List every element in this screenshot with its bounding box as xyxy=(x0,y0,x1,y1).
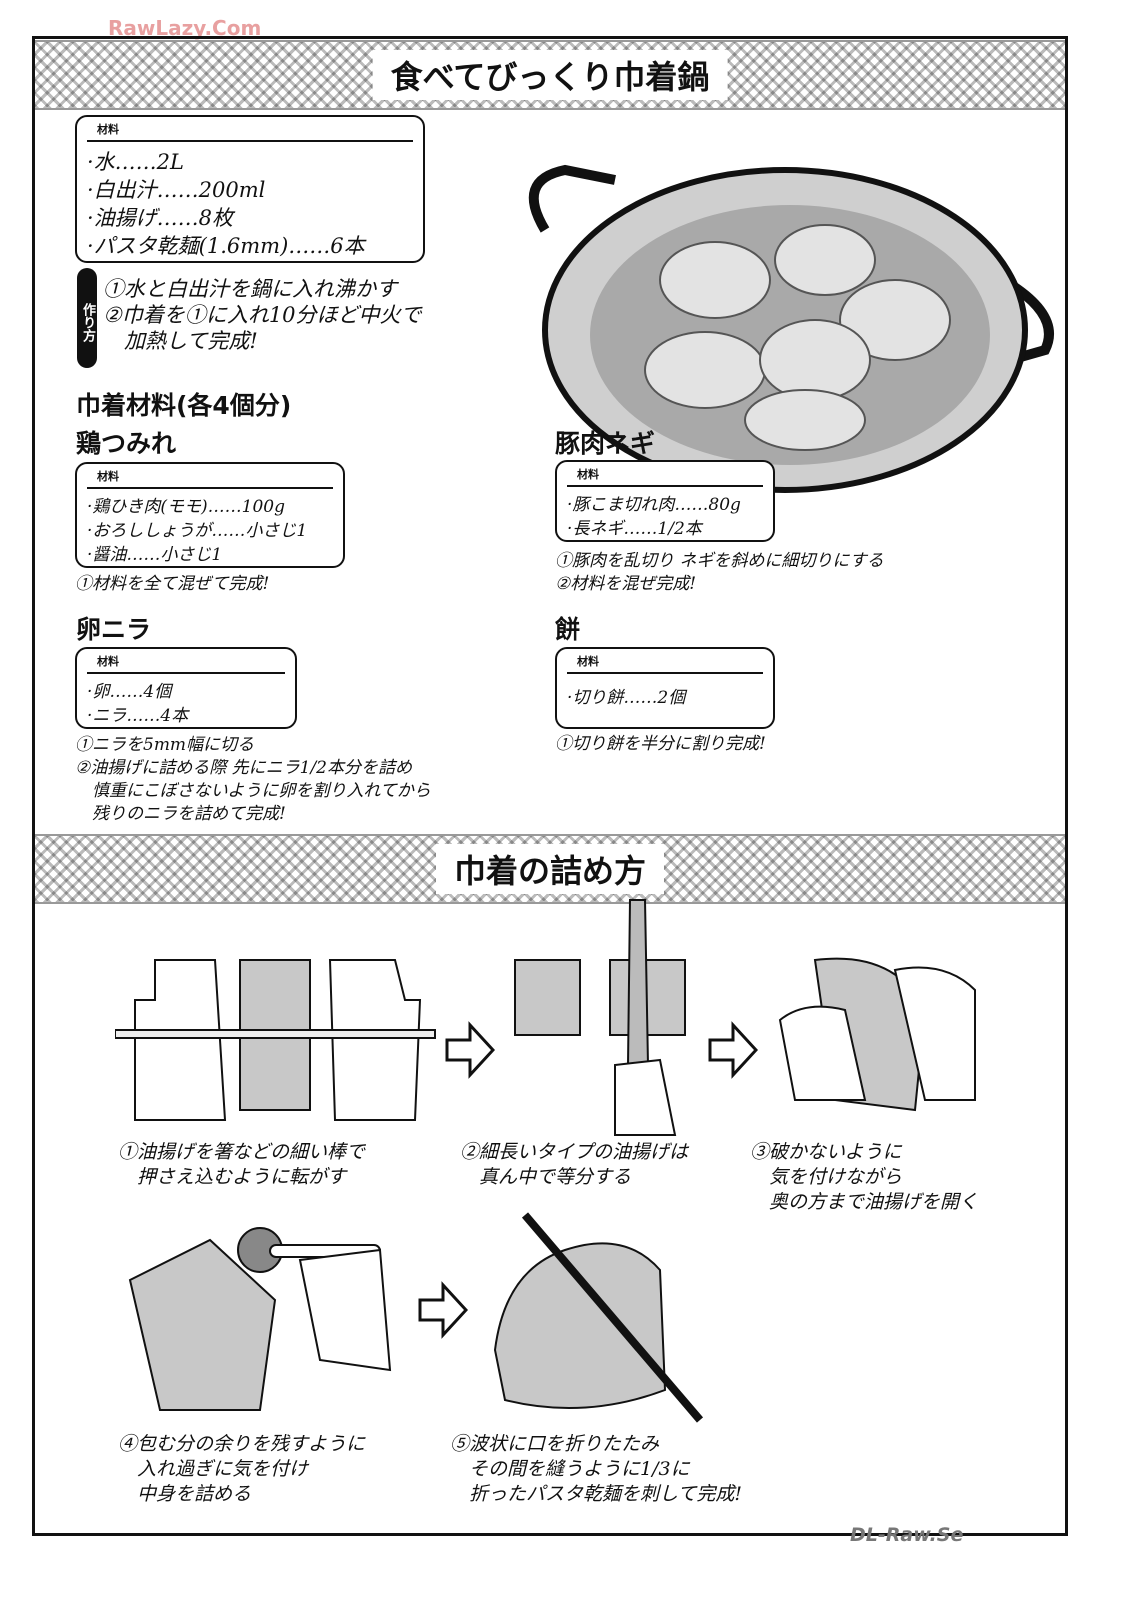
filling-ingredients-box: 材料 ·卵……4個 ·ニラ……4本 xyxy=(75,647,297,729)
ingredient: ·おろししょうが……小さじ1 xyxy=(87,521,308,541)
filling-steps: ①ニラを5mm幅に切る ②油揚げに詰める際 先にニラ1/2本分を詰め 慎重にこぼ… xyxy=(75,735,431,824)
filling-steps: ①切り餅を半分に割り完成! xyxy=(555,734,766,754)
ingredients-header: 材料 xyxy=(87,121,413,142)
page-title: 食べてびっくり巾着鍋 xyxy=(372,50,728,100)
instruction-step: ②細長いタイプの油揚げは 真ん中で等分する xyxy=(460,1141,689,1188)
filling-ingredients-box: 材料 ·豚こま切れ肉……80g ·長ネギ……1/2本 xyxy=(555,460,775,542)
instruction-step: ③破かないように 気を付けながら 奥の方まで油揚げを開く xyxy=(750,1141,979,1213)
arrow-right-icon xyxy=(708,1021,758,1079)
instruction-step: ⑤波状に口を折りたたみ その間を縫うように1/3に 折ったパスタ乾麺を刺して完成… xyxy=(450,1433,743,1505)
fillings-title: 巾着材料(各4個分) xyxy=(76,391,292,420)
ingredient: ·切り餅……2個 xyxy=(567,688,686,708)
arrow-right-icon xyxy=(445,1021,495,1079)
ingredient: ·パスタ乾麺(1.6mm)……6本 xyxy=(87,234,365,258)
filling-ingredients-box: 材料 ·切り餅……2個 xyxy=(555,647,775,729)
ingredients-header: 材料 xyxy=(87,468,333,489)
section2-title: 巾着の詰め方 xyxy=(435,844,665,894)
ingredient: ·白出汁……200ml xyxy=(87,178,266,202)
title-band: 食べてびっくり巾着鍋 xyxy=(35,40,1065,110)
ingredient: ·鶏ひき肉(モモ)……100g xyxy=(87,497,285,517)
step5-illustration xyxy=(493,1212,704,1423)
filling-name: 餅 xyxy=(555,615,581,644)
step1-illustration xyxy=(115,959,436,1121)
ingredient: ·豚こま切れ肉……80g xyxy=(567,495,741,515)
ingredient: ·醤油……小さじ1 xyxy=(87,545,223,565)
filling-name: 豚肉ネギ xyxy=(555,429,656,458)
instruction-step: ④包む分の余りを残すように 入れ過ぎに気を付け 中身を詰める xyxy=(118,1433,366,1505)
ingredient: ·卵……4個 xyxy=(87,682,172,702)
method-steps: ①水と白出汁を鍋に入れ沸かす ②巾着を①に入れ10分ほど中火で 加熱して完成! xyxy=(103,277,422,353)
arrow-right-icon xyxy=(418,1281,468,1339)
section2-band: 巾着の詰め方 xyxy=(35,834,1065,904)
nabe-pot-illustration xyxy=(528,164,1054,493)
main-ingredients-box: 材料 ·水……2L ·白出汁……200ml ·油揚げ……8枚 ·パスタ乾麺(1.… xyxy=(75,115,425,263)
filling-name: 鶏つみれ xyxy=(76,429,177,458)
ingredients-header: 材料 xyxy=(567,653,763,674)
filling-steps: ①材料を全て混ぜて完成! xyxy=(75,574,270,594)
ingredients-header: 材料 xyxy=(87,653,285,674)
step3-illustration xyxy=(778,957,976,1112)
filling-name: 卵ニラ xyxy=(76,615,152,644)
filling-ingredients-box: 材料 ·鶏ひき肉(モモ)……100g ·おろししょうが……小さじ1 ·醤油……小… xyxy=(75,462,345,568)
ingredient: ·水……2L xyxy=(87,150,184,174)
instruction-step: ①油揚げを箸などの細い棒で 押さえ込むように転がす xyxy=(118,1141,366,1188)
step4-illustration xyxy=(128,1227,392,1411)
ingredient: ·長ネギ……1/2本 xyxy=(567,519,702,539)
step2-illustration xyxy=(514,899,686,1136)
method-label: 作り方 xyxy=(77,268,97,368)
ingredient: ·油揚げ……8枚 xyxy=(87,206,234,230)
page-frame xyxy=(32,36,1068,1536)
watermark-bottom: DL-Raw.Se xyxy=(850,1524,964,1546)
ingredient: ·ニラ……4本 xyxy=(87,706,189,726)
ingredients-header: 材料 xyxy=(567,466,763,487)
filling-steps: ①豚肉を乱切り ネギを斜めに細切りにする ②材料を混ぜ完成! xyxy=(555,551,884,594)
